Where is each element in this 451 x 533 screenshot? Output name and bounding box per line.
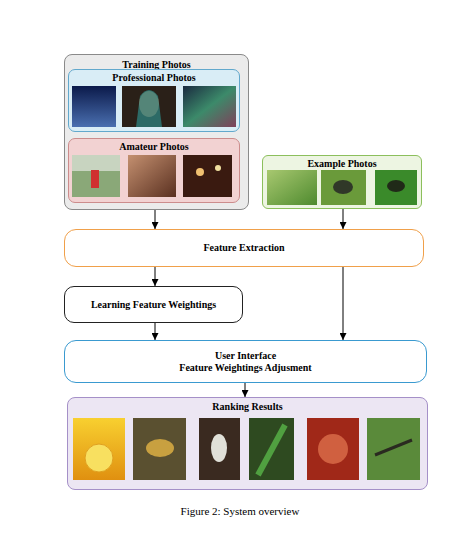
- photo-detail: [136, 90, 162, 127]
- process-box: Example Photos: [262, 155, 422, 209]
- box-label: Professional Photos: [112, 72, 195, 84]
- photo: [367, 418, 420, 480]
- process-box: User InterfaceFeature Weightings Adjusme…: [64, 340, 427, 383]
- flow-arrow: [155, 210, 156, 229]
- box-label: Feature Extraction: [203, 242, 284, 254]
- box-label: Amateur Photos: [119, 141, 189, 153]
- photo: [72, 155, 120, 197]
- photo: [133, 418, 186, 480]
- photo: [183, 155, 232, 197]
- process-box: Amateur Photos: [68, 138, 240, 203]
- flow-arrow: [343, 209, 344, 229]
- photo-detail: [333, 180, 353, 194]
- photo-detail: [146, 439, 174, 457]
- flow-arrow: [155, 267, 156, 286]
- photo: [249, 418, 294, 480]
- photo-detail: [375, 440, 412, 455]
- photo-detail: [211, 434, 227, 462]
- flow-arrow: [245, 383, 246, 397]
- box-label: Ranking Results: [212, 401, 282, 413]
- photo-detail: [85, 444, 113, 472]
- box-label: Example Photos: [307, 158, 376, 170]
- photo-detail: [258, 425, 285, 475]
- photo: [122, 86, 176, 127]
- flow-arrow: [343, 267, 344, 340]
- flow-arrow: [155, 323, 156, 340]
- process-box: Training PhotosProfessional PhotosAmateu…: [64, 54, 249, 210]
- photo: [267, 170, 317, 205]
- photo: [375, 170, 417, 205]
- process-box: Learning Feature Weightings: [64, 286, 243, 323]
- process-box: Ranking Results: [67, 397, 428, 490]
- photo: [72, 86, 116, 127]
- box-label: Feature Weightings Adjusment: [179, 362, 311, 374]
- photo: [199, 418, 240, 480]
- box-label: Learning Feature Weightings: [91, 299, 216, 311]
- photo-detail: [139, 91, 159, 117]
- photo: [128, 155, 176, 197]
- photo: [183, 86, 236, 127]
- photo-detail: [72, 155, 120, 171]
- photo-detail: [196, 168, 204, 176]
- box-label: User Interface: [215, 350, 276, 362]
- figure-caption: Figure 2: System overview: [40, 505, 440, 517]
- photo: [321, 170, 366, 205]
- process-box: Professional Photos: [68, 69, 240, 132]
- photo-detail: [387, 180, 405, 192]
- photo: [307, 418, 359, 480]
- photo-detail: [91, 170, 99, 188]
- photo-detail: [215, 165, 221, 171]
- photo-detail: [318, 434, 348, 464]
- process-box: Feature Extraction: [64, 229, 424, 267]
- photo: [73, 418, 125, 480]
